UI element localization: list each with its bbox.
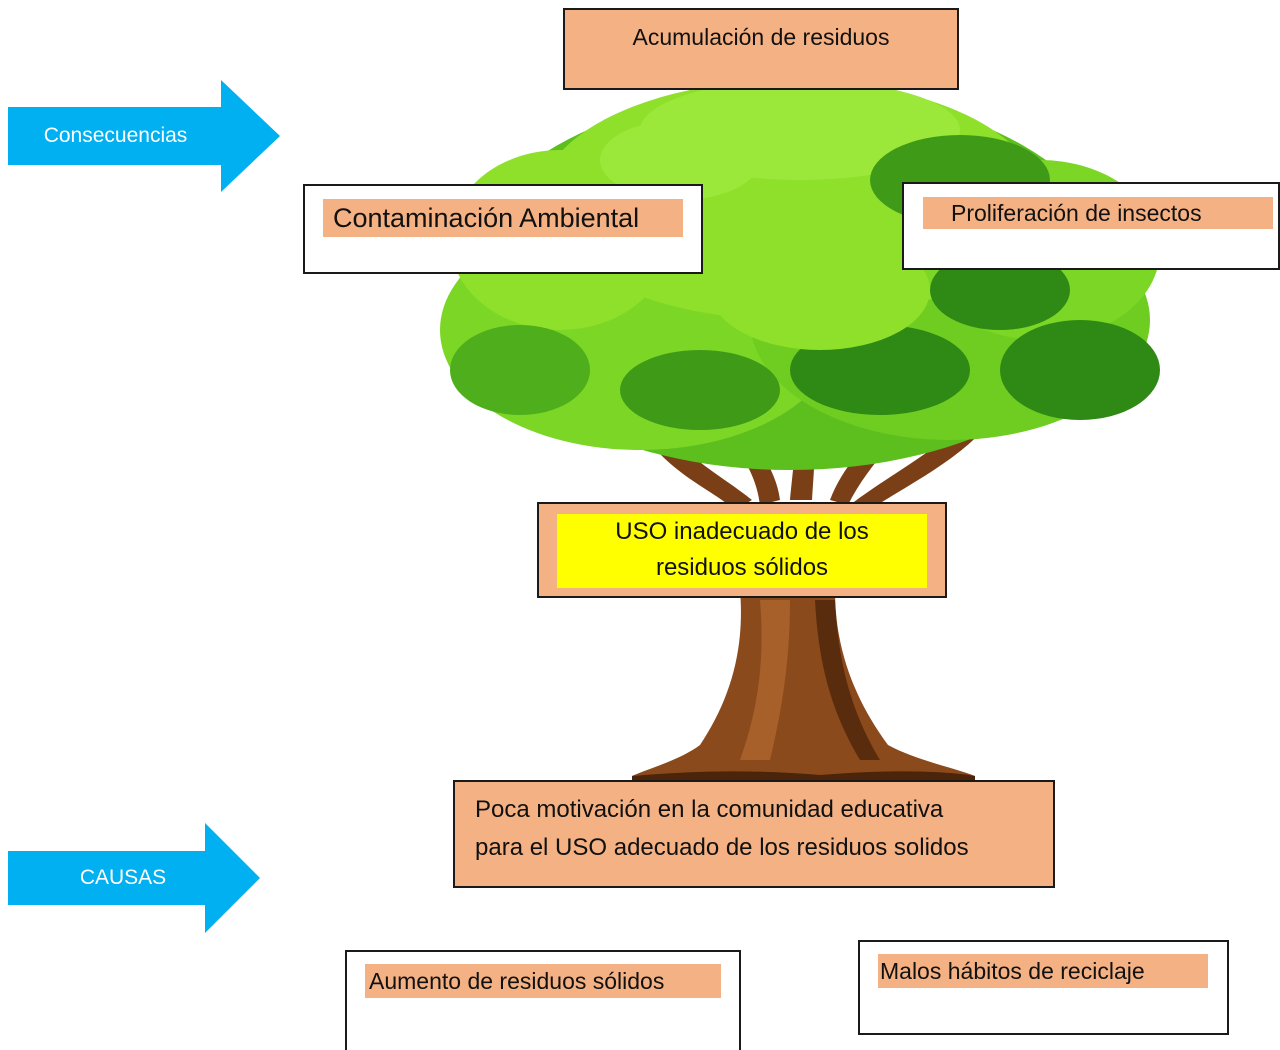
right-arrow-icon [8, 80, 280, 192]
consequences-label: Consecuencias [43, 124, 188, 147]
cause-left-box: Aumento de residuos sólidos [345, 950, 741, 1050]
root-main-box: Poca motivación en la comunidad educativ… [453, 780, 1055, 888]
central-problem-line1: USO inadecuado de los [615, 518, 869, 545]
central-problem-highlight [557, 514, 927, 588]
tree-canopy [440, 80, 1160, 470]
consequences-arrow: Consecuencias [8, 80, 280, 192]
top-effect-text: Acumulación de residuos [632, 24, 890, 50]
consequence-right-text: Proliferación de insectos [923, 197, 1273, 229]
tree-trunk [632, 590, 975, 782]
consequence-right-box: Proliferación de insectos [902, 182, 1280, 270]
causes-arrow: CAUSAS [8, 823, 260, 933]
right-arrow-icon [8, 823, 260, 933]
consequence-left-box: Contaminación Ambiental [303, 184, 703, 274]
root-main-line2: para el USO adecuado de los residuos sol… [475, 834, 969, 861]
root-main-line1: Poca motivación en la comunidad educativ… [475, 796, 944, 823]
central-problem-line2: residuos sólidos [655, 554, 829, 581]
central-problem-box: USO inadecuado de los residuos sólidos [537, 502, 947, 598]
causes-label: CAUSAS [79, 866, 167, 889]
cause-right-text: Malos hábitos de reciclaje [878, 954, 1208, 988]
top-effect-box: Acumulación de residuos [563, 8, 959, 90]
consequence-left-text: Contaminación Ambiental [323, 199, 683, 237]
cause-right-box: Malos hábitos de reciclaje [858, 940, 1229, 1035]
cause-left-text: Aumento de residuos sólidos [365, 964, 721, 998]
